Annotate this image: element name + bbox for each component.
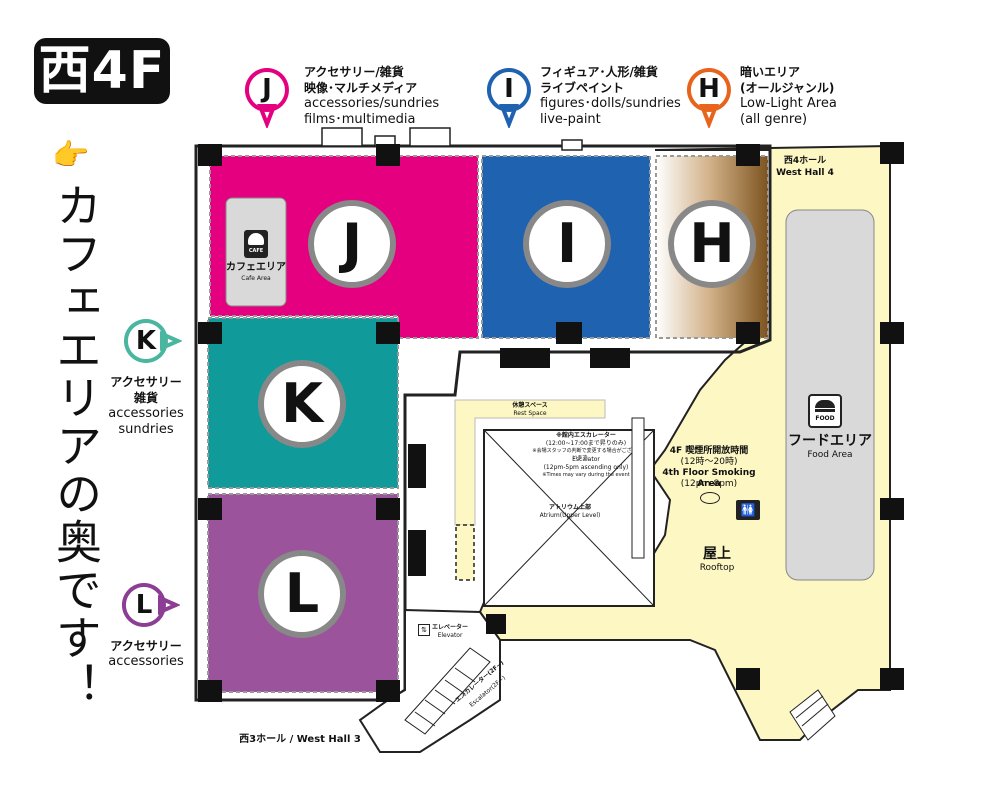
atrium-en: Atrium(Upper Level) [539,512,601,519]
zone-l-area [207,493,399,693]
zone-l-label: アクセサリー accessories [100,638,192,670]
zone-k-pin-letter: K [135,326,157,356]
food-icon-label: FOOD [815,415,835,422]
zone-j-pin-icon [245,68,289,128]
zone-i-en: figures･dolls/sundries [540,96,681,111]
escalator-note-en1: Escalator [572,456,600,463]
escalator-note-title: ※館内エスカレーター [556,432,616,439]
zone-k-pin-icon [124,319,182,363]
zone-h-label: 暗いエリア (オールジャンル) Low-Light Area (all genr… [740,64,860,128]
zone-h-jp: 暗いエリア [740,65,801,79]
rest-space [454,399,606,526]
food-jp: フードエリア [788,433,872,449]
cafe-en: Cafe Area [241,275,271,282]
zone-i-en2: live-paint [540,112,601,127]
smoking-jp: 4F 喫煙所開放時間 [669,446,749,456]
rest-space-jp: 休憩スペース [512,402,548,409]
top-door-1 [321,127,363,147]
smoking-en: 4th Floor Smoking Area [662,468,756,489]
zone-j-en2: films･multimedia [304,112,416,127]
hall-outline [194,144,772,702]
cafe-jp: カフェエリア [226,262,286,273]
zone-l-jp: アクセサリー [110,639,182,653]
zone-k-label: アクセサリー 雑貨 accessories sundries [100,374,192,438]
zone-k-en2: sundries [118,422,174,437]
food-icon: FOOD [808,394,842,428]
zone-h-pin-letter: H [698,74,720,104]
zone-l-en: accessories [108,654,184,669]
escalator-note-jp: ※会場スタッフの判断で変更する場合がございます。 [532,448,632,461]
zone-h-en2: (all genre) [740,112,808,127]
elevator-en: Elevator [437,632,463,639]
food-en: Food Area [807,450,853,460]
zone-k-jp2: 雑貨 [133,391,158,405]
west-hall-3: 西3ホール / West Hall 3 [239,734,361,745]
smoking-jp2: (12時～20時) [680,457,738,467]
rooftop-en: Rooftop [699,563,735,573]
pillars [198,142,904,702]
escalator-note-hours: (12:00~17:00まで昇りのみ) [545,440,627,447]
zone-j-jp: アクセサリー/雑貨 [304,65,404,79]
zone-k-marker: K [258,360,346,448]
zone-k-en: accessories [108,406,184,421]
zone-h-pin-icon [687,68,731,128]
zone-l-pin-letter: L [135,590,153,620]
zone-h-en: Low-Light Area [740,96,837,111]
zone-i-jp2: ライブペイント [540,81,625,95]
pointing-hand-icon: 👉 [52,138,90,173]
zone-l-marker: L [258,550,346,638]
zone-h-jp2: (オールジャンル) [740,81,835,95]
zone-h-marker: H [668,200,756,288]
west-hall-4-jp: 西4ホール [783,156,827,166]
rooftop-stairs [789,689,836,741]
restroom-icon: 🚻 [736,500,760,520]
zone-l-pin-icon [122,583,180,627]
zone-j-en: accessories/sundries [304,96,440,111]
zone-k-jp: アクセサリー [110,375,182,389]
zone-j-marker: J [308,200,396,288]
rooftop-jp: 屋上 [703,546,731,562]
elevator-icon: ⇅ [418,624,430,636]
zone-i-label: フィギュア･人形/雑貨 ライブペイント figures･dolls/sundri… [540,64,685,128]
escalator-note-en3: ※Times may vary during the event [542,472,630,478]
vertical-note: カフェエリアの奥です！ [49,182,103,710]
elevator-jp: エレベーター [431,624,468,631]
escalator-note-en2: (12pm-5pm ascending only) [543,464,629,471]
zone-j-label: アクセサリー/雑貨 映像･マルチメディア accessories/sundrie… [304,64,454,128]
zone-i-marker: I [523,200,611,288]
cafe-icon: CAFE [244,230,268,258]
cafe-icon-label: CAFE [248,248,264,254]
zone-j-pin-letter: J [262,74,272,104]
zone-i-jp: フィギュア･人形/雑貨 [540,65,658,79]
smoking-en2: (12pm-8pm) [680,479,738,489]
top-door-4 [561,139,583,151]
zone-i-pin-letter: I [504,74,514,104]
escalator-stairs [404,647,491,735]
atrium-jp: アトリウム上部 [548,504,591,511]
floor-badge: 西4F [34,38,170,104]
top-door-3 [409,127,451,147]
west-hall-4-en: West Hall 4 [776,168,834,178]
rest-space-lower [455,524,475,581]
zone-j-jp2: 映像･マルチメディア [304,81,418,95]
rest-space-en: Rest Space [513,410,547,417]
smoking-icon [700,492,720,504]
zone-i-pin-icon [487,68,531,128]
atrium-frame [483,417,655,607]
